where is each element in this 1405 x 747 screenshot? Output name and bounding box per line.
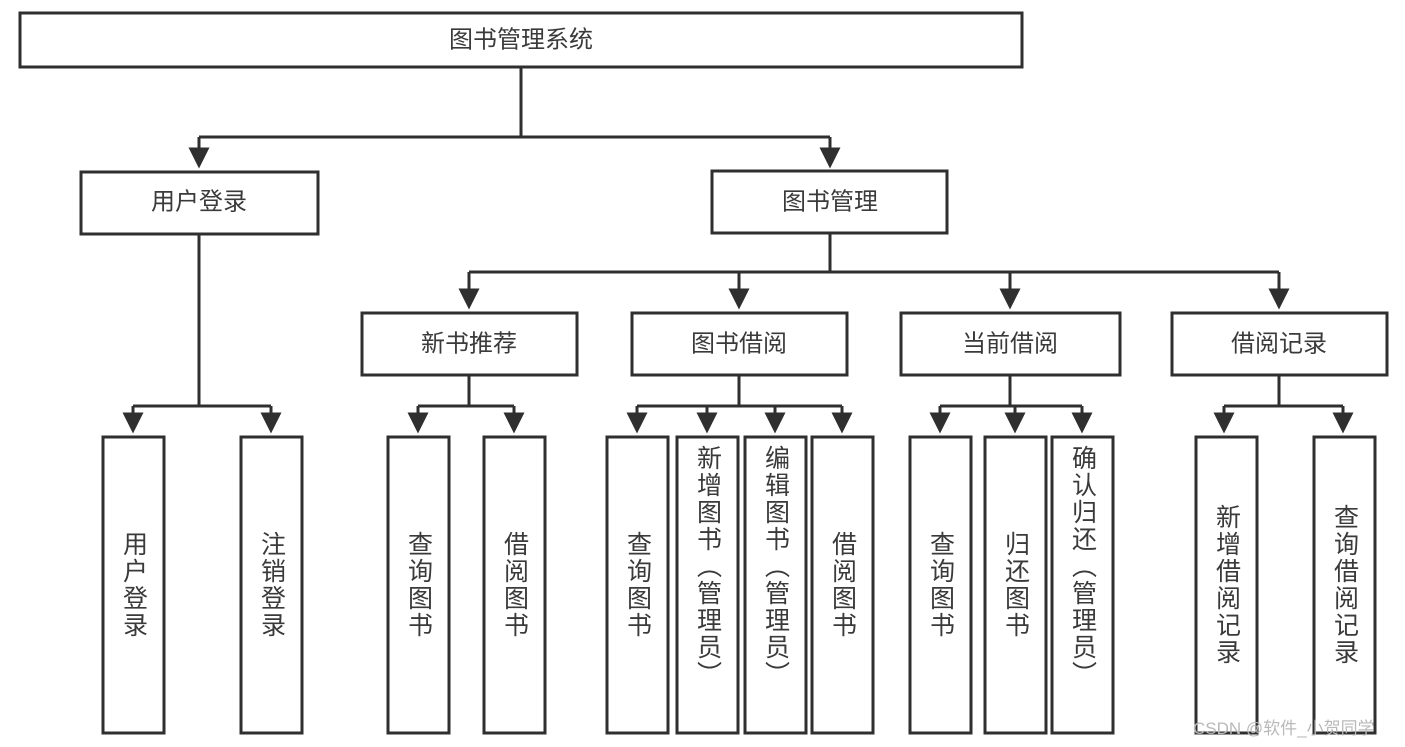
node-root[interactable] xyxy=(18,11,1024,69)
node-leaf-borrow-book-1[interactable] xyxy=(482,435,547,735)
node-book-borrow[interactable] xyxy=(630,311,849,377)
node-leaf-add-book[interactable] xyxy=(675,435,740,735)
node-leaf-user-login[interactable] xyxy=(101,435,166,735)
edge-user-login-to-leaves xyxy=(122,234,282,434)
node-leaf-confirm-return[interactable] xyxy=(1050,435,1115,735)
edge-root-to-level2 xyxy=(188,67,841,169)
node-user-login-label: 用户登录 xyxy=(151,188,247,215)
edge-current-borrow-to-leaves xyxy=(929,375,1093,434)
node-user-login[interactable] xyxy=(79,170,320,236)
node-leaf-return-book[interactable] xyxy=(983,435,1048,735)
edge-book-borrow-to-leaves xyxy=(626,375,853,434)
node-leaf-query-record[interactable] xyxy=(1312,435,1377,735)
node-new-book-recommend-label: 新书推荐 xyxy=(421,330,517,357)
node-leaf-query-book-1[interactable] xyxy=(386,435,451,735)
node-root-label: 图书管理系统 xyxy=(449,26,593,53)
node-new-book-recommend[interactable] xyxy=(360,311,579,377)
edge-borrow-record-to-leaves xyxy=(1213,375,1354,434)
node-book-manage-label: 图书管理 xyxy=(782,188,878,215)
node-book-borrow-label: 图书借阅 xyxy=(691,330,787,357)
edge-book-manage-to-level3 xyxy=(458,233,1290,310)
node-leaf-logout[interactable] xyxy=(239,435,304,735)
node-current-borrow-label: 当前借阅 xyxy=(962,330,1058,357)
node-leaf-borrow-book-2[interactable] xyxy=(810,435,875,735)
node-book-manage[interactable] xyxy=(710,169,949,235)
edge-new-book-recommend-to-leaves xyxy=(407,375,525,434)
node-leaf-query-book-2[interactable] xyxy=(605,435,670,735)
node-leaf-edit-book[interactable] xyxy=(743,435,808,735)
node-borrow-record[interactable] xyxy=(1170,311,1389,377)
node-current-borrow[interactable] xyxy=(899,311,1122,377)
node-leaf-add-record[interactable] xyxy=(1194,435,1259,735)
node-leaf-query-book-3[interactable] xyxy=(908,435,973,735)
node-borrow-record-label: 借阅记录 xyxy=(1231,330,1327,357)
